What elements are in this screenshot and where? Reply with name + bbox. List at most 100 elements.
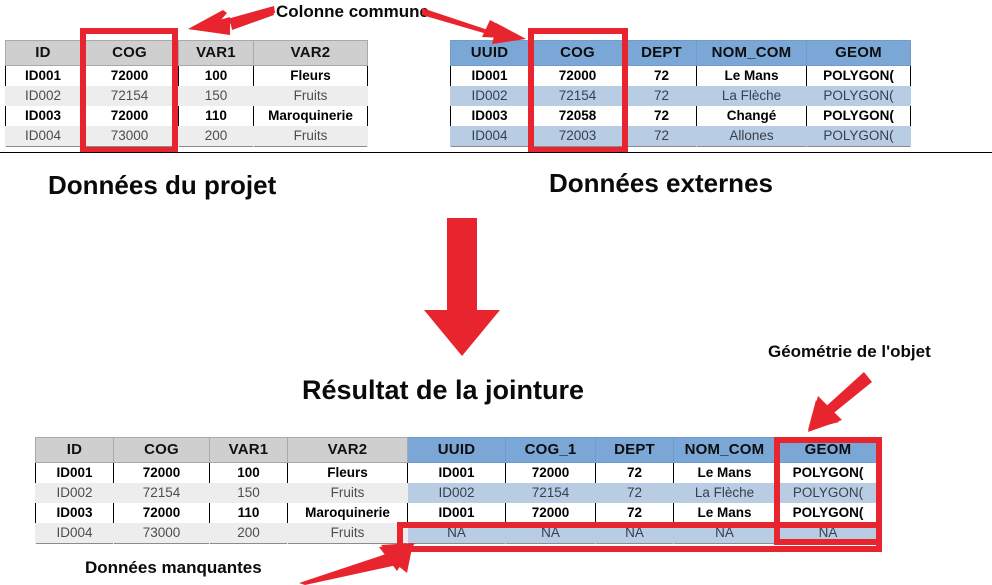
cell-uuid: ID004 — [450, 126, 529, 147]
table-row: ID003 72000 110 Maroquinerie — [5, 106, 368, 126]
label-geometrie-objet: Géométrie de l'objet — [768, 342, 931, 361]
arrow-to-geom-column — [806, 370, 876, 436]
cell-var2: Maroquinerie — [287, 503, 408, 523]
cell-cog-1: 72000 — [505, 462, 596, 483]
table-project-grid: ID COG VAR1 VAR2 ID001 72000 100 Fleurs … — [5, 40, 368, 147]
cell-uuid: ID002 — [407, 483, 506, 503]
cell-nom-com: Changé — [696, 106, 807, 126]
col-header-nom-com: NOM_COM — [696, 40, 807, 66]
cell-geom: POLYGON( — [775, 483, 881, 503]
table-row: ID001 72000 72 Le Mans POLYGON( — [450, 65, 911, 86]
cell-dept: 72 — [595, 462, 674, 483]
table-external-header-row: UUID COG DEPT NOM_COM GEOM — [450, 40, 911, 66]
cell-var1: 200 — [178, 126, 254, 147]
col-header-geom: GEOM — [775, 437, 881, 463]
cell-cog: 72154 — [113, 483, 210, 503]
table-result-grid: ID COG VAR1 VAR2 UUID COG_1 DEPT NOM_COM… — [35, 437, 881, 544]
col-header-dept: DEPT — [595, 437, 674, 463]
cell-var2: Fruits — [253, 126, 368, 147]
table-row: ID001 72000 100 Fleurs ID001 72000 72 Le… — [35, 462, 881, 483]
col-header-cog: COG — [80, 40, 179, 66]
cell-geom: POLYGON( — [806, 86, 911, 106]
cell-id: ID003 — [35, 503, 114, 523]
table-row: ID002 72154 150 Fruits ID002 72154 72 La… — [35, 483, 881, 503]
cell-id: ID002 — [35, 483, 114, 503]
cell-uuid-na: NA — [407, 523, 506, 544]
cell-nom-com-na: NA — [673, 523, 776, 544]
col-header-nom-com: NOM_COM — [673, 437, 776, 463]
cell-var2: Fleurs — [287, 462, 408, 483]
cell-geom: POLYGON( — [775, 503, 881, 523]
caption-donnees-projet: Données du projet — [48, 170, 277, 200]
cell-cog-1: 72000 — [505, 503, 596, 523]
table-project: ID COG VAR1 VAR2 ID001 72000 100 Fleurs … — [5, 40, 368, 147]
table-project-header-row: ID COG VAR1 VAR2 — [5, 40, 368, 66]
cell-cog-1: 72154 — [505, 483, 596, 503]
col-header-cog: COG — [113, 437, 210, 463]
col-header-uuid: UUID — [450, 40, 529, 66]
cell-id: ID004 — [35, 523, 114, 544]
col-header-uuid: UUID — [407, 437, 506, 463]
cell-var2: Maroquinerie — [253, 106, 368, 126]
table-row: ID002 72154 150 Fruits — [5, 86, 368, 106]
col-header-cog-1: COG_1 — [505, 437, 596, 463]
table-row: ID002 72154 72 La Flèche POLYGON( — [450, 86, 911, 106]
arrow-left-to-project — [186, 4, 276, 40]
label-donnees-manquantes: Données manquantes — [85, 558, 262, 577]
caption-resultat-jointure: Résultat de la jointure — [302, 375, 585, 405]
cell-var1: 110 — [209, 503, 288, 523]
cell-dept: 72 — [626, 106, 697, 126]
table-result-header-row: ID COG VAR1 VAR2 UUID COG_1 DEPT NOM_COM… — [35, 437, 881, 463]
cell-var2: Fleurs — [253, 65, 368, 86]
cell-var1: 150 — [178, 86, 254, 106]
table-row: ID001 72000 100 Fleurs — [5, 65, 368, 86]
cell-dept: 72 — [626, 86, 697, 106]
cell-nom-com: Le Mans — [673, 503, 776, 523]
cell-cog: 72000 — [80, 106, 179, 126]
label-colonne-commune: Colonne commune — [276, 2, 430, 21]
col-header-var1: VAR1 — [209, 437, 288, 463]
cell-nom-com: La Flèche — [696, 86, 807, 106]
cell-var2: Fruits — [287, 483, 408, 503]
table-row-na: ID004 73000 200 Fruits NA NA NA NA NA — [35, 523, 881, 544]
cell-cog: 72000 — [113, 503, 210, 523]
cell-var1: 150 — [209, 483, 288, 503]
cell-id: ID004 — [5, 126, 81, 147]
table-row: ID003 72058 72 Changé POLYGON( — [450, 106, 911, 126]
cell-cog: 72000 — [80, 65, 179, 86]
cell-uuid: ID002 — [450, 86, 529, 106]
arrow-join-down — [412, 218, 512, 358]
cell-nom-com: Le Mans — [673, 462, 776, 483]
cell-dept: 72 — [595, 503, 674, 523]
cell-cog: 72003 — [528, 126, 627, 147]
col-header-dept: DEPT — [626, 40, 697, 66]
cell-cog: 73000 — [113, 523, 210, 544]
cell-uuid: ID001 — [407, 503, 506, 523]
col-header-geom: GEOM — [806, 40, 911, 66]
cell-id: ID002 — [5, 86, 81, 106]
cell-cog: 72154 — [528, 86, 627, 106]
col-header-id: ID — [35, 437, 114, 463]
cell-geom-na: NA — [775, 523, 881, 544]
cell-nom-com: La Flèche — [673, 483, 776, 503]
cell-var2: Fruits — [253, 86, 368, 106]
cell-cog-1-na: NA — [505, 523, 596, 544]
cell-dept: 72 — [626, 65, 697, 86]
col-header-var1: VAR1 — [178, 40, 254, 66]
horizontal-divider — [0, 152, 992, 153]
cell-nom-com: Allones — [696, 126, 807, 147]
cell-dept: 72 — [626, 126, 697, 147]
cell-id: ID001 — [5, 65, 81, 86]
cell-id: ID001 — [35, 462, 114, 483]
table-result: ID COG VAR1 VAR2 UUID COG_1 DEPT NOM_COM… — [35, 437, 881, 544]
cell-dept: 72 — [595, 483, 674, 503]
cell-cog: 72058 — [528, 106, 627, 126]
table-external: UUID COG DEPT NOM_COM GEOM ID001 72000 7… — [450, 40, 911, 147]
cell-geom: POLYGON( — [806, 65, 911, 86]
col-header-var2: VAR2 — [287, 437, 408, 463]
table-row: ID004 73000 200 Fruits — [5, 126, 368, 147]
col-header-id: ID — [5, 40, 81, 66]
cell-cog: 72154 — [80, 86, 179, 106]
cell-uuid: ID001 — [450, 65, 529, 86]
col-header-var2: VAR2 — [253, 40, 368, 66]
